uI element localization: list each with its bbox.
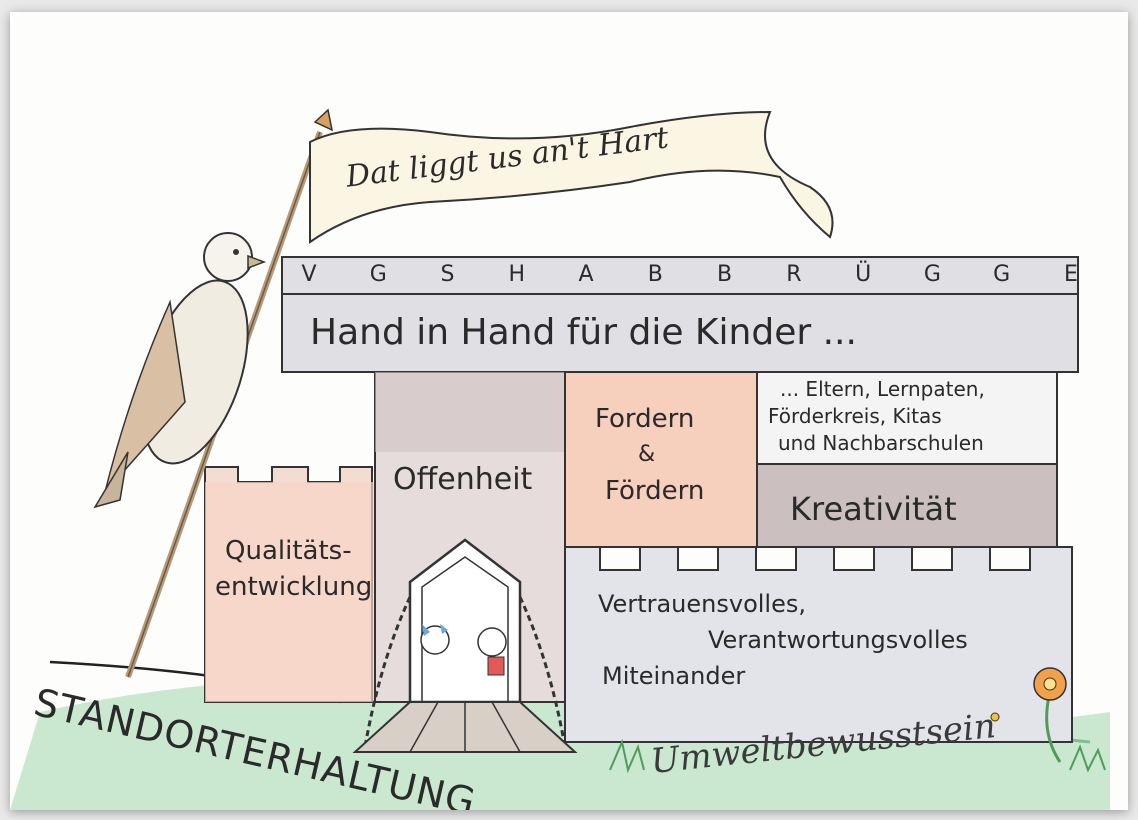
value-fordern: Fordern (595, 404, 694, 434)
letter: H (500, 260, 534, 290)
letter: B (638, 260, 672, 290)
letter: G (985, 260, 1019, 290)
falcon-icon (95, 233, 268, 507)
letter: G (361, 260, 395, 290)
value-offenheit: Offenheit (393, 462, 532, 497)
partners-line-1: ... Eltern, Lernpaten, (780, 377, 985, 401)
value-qualitaet-1: Qualitäts- (225, 536, 352, 566)
letter: G (915, 260, 949, 290)
value-and: & (638, 442, 655, 467)
letter: A (569, 260, 603, 290)
value-foerdern: Fördern (605, 476, 704, 506)
illustration-card: Dat liggt us an't Hart V G S H A B B R Ü… (10, 12, 1128, 810)
letter: Ü (846, 260, 880, 290)
motto: Hand in Hand für die Kinder ... (310, 312, 857, 353)
letter: V (292, 260, 326, 290)
value-miteinander-3: Miteinander (602, 662, 745, 690)
value-kreativitaet: Kreativität (790, 490, 957, 528)
value-miteinander-2: Verantwortungsvolles (708, 626, 968, 654)
crenellation-letters: V G S H A B B R Ü G G E (292, 260, 1088, 298)
letter: R (777, 260, 811, 290)
letter: B (708, 260, 742, 290)
value-qualitaet-2: entwicklung (215, 572, 372, 602)
value-miteinander-1: Vertrauensvolles, (598, 590, 806, 618)
fordern-block (565, 372, 757, 547)
partners-line-2: Förderkreis, Kitas (768, 404, 942, 428)
letter: E (1054, 260, 1088, 290)
letter: S (431, 260, 465, 290)
partners-line-3: und Nachbarschulen (778, 431, 984, 455)
